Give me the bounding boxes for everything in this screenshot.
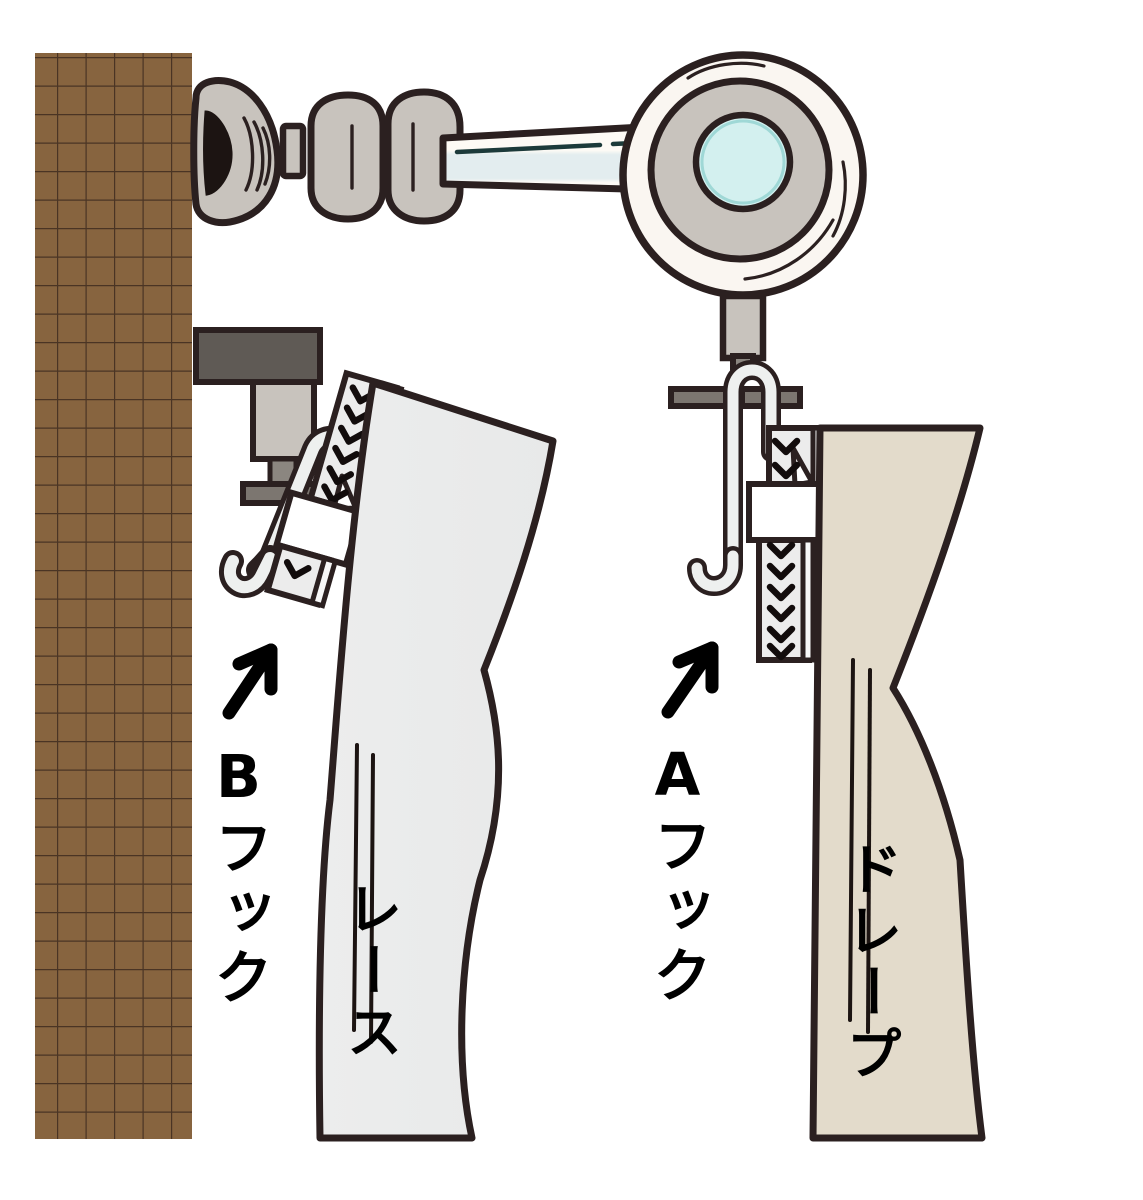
- label-b-hook: Bフック: [204, 742, 273, 1012]
- label-lace-curtain: レース: [337, 880, 402, 1065]
- curtain-ring: [619, 51, 867, 375]
- label-a-hook: Aフック: [643, 740, 712, 1010]
- wall: [35, 53, 192, 1139]
- rod-finial: [190, 77, 464, 227]
- lace-curtain: [315, 379, 557, 1142]
- a-hook: [687, 360, 781, 596]
- drape-curtain: [809, 424, 986, 1142]
- arrow-to-a-hook: [661, 641, 719, 719]
- arrow-to-b-hook: [222, 643, 278, 720]
- label-drape-curtain: ドレープ: [837, 840, 902, 1087]
- a-hook-assembly: [668, 360, 826, 663]
